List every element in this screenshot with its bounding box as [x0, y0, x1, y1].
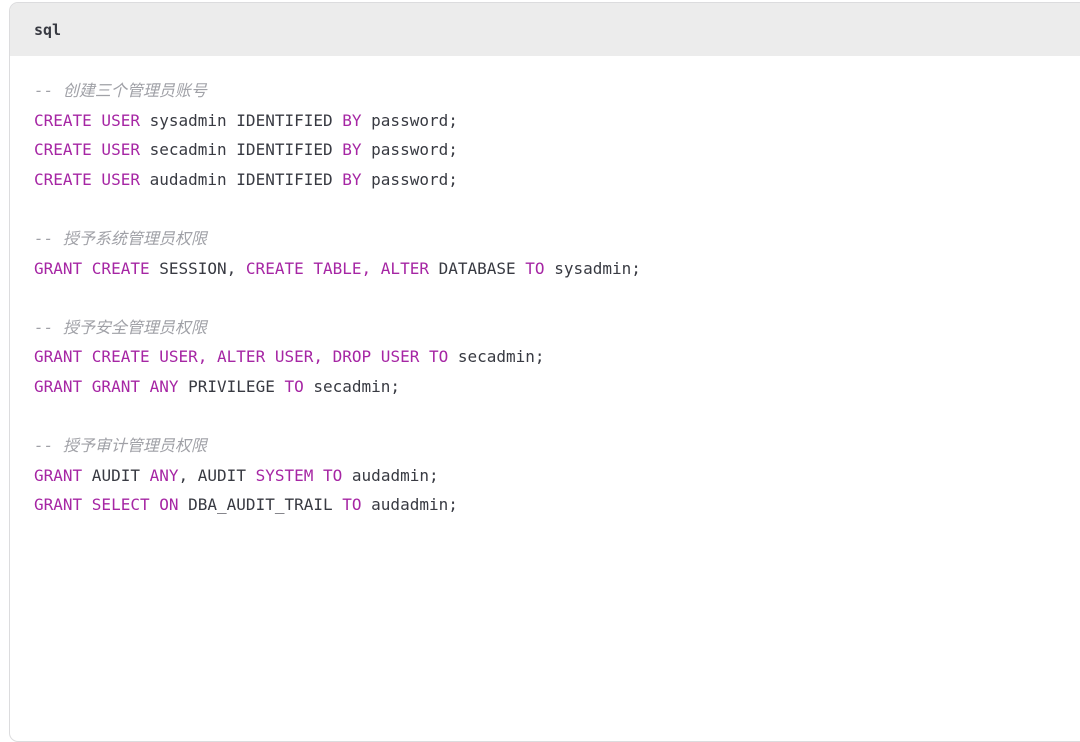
code-token-plain: , AUDIT [178, 465, 256, 485]
code-token-plain: audadmin; [342, 465, 439, 485]
code-token-keyword: GRANT CREATE [34, 258, 150, 278]
code-content: -- 创建三个管理员账号 CREATE USER sysadmin IDENTIF… [10, 56, 1080, 544]
code-token-keyword: CREATE USER [34, 140, 140, 160]
code-token-plain [207, 347, 217, 366]
code-token-comment: -- 授予安全管理员权限 [34, 317, 207, 337]
code-block-header: sql [10, 3, 1080, 56]
code-token-keyword: ALTER [380, 258, 429, 278]
code-line [34, 194, 1069, 224]
code-token-plain [371, 259, 381, 278]
code-token-keyword: CREATE USER [34, 110, 140, 130]
code-line: GRANT CREATE SESSION, CREATE TABLE, ALTE… [34, 254, 1069, 284]
code-token-keyword: BY [342, 169, 362, 189]
code-token-plain [323, 347, 333, 366]
code-line: CREATE USER secadmin IDENTIFIED BY passw… [34, 135, 1069, 165]
code-token-keyword: DROP USER TO [332, 347, 449, 367]
code-block-panel: sql -- 创建三个管理员账号 CREATE USER sysadmin IDE… [9, 2, 1080, 742]
code-token-plain: PRIVILEGE [178, 376, 285, 396]
code-line: -- 授予审计管理员权限 [34, 431, 1069, 461]
code-line: GRANT CREATE USER, ALTER USER, DROP USER… [34, 342, 1069, 372]
code-line: -- 授予安全管理员权限 [34, 313, 1069, 343]
code-line: -- 创建三个管理员账号 [34, 76, 1069, 106]
code-token-plain: secadmin; [448, 347, 545, 367]
code-line: CREATE USER sysadmin IDENTIFIED BY passw… [34, 106, 1069, 136]
code-token-keyword: GRANT SELECT ON [34, 495, 179, 515]
code-token-plain: secadmin; [303, 376, 401, 396]
code-token-plain: audadmin; [361, 495, 458, 515]
code-token-keyword: SYSTEM TO [255, 465, 343, 485]
code-token-plain: password; [361, 140, 458, 160]
code-token-keyword: GRANT CREATE USER, [34, 347, 208, 367]
code-token-keyword: TO [525, 258, 545, 278]
code-token-keyword: ANY [149, 465, 179, 485]
code-line [34, 283, 1069, 313]
code-token-keyword: CREATE USER [34, 169, 140, 189]
code-line [34, 402, 1069, 432]
code-token-keyword: BY [342, 110, 362, 130]
code-token-keyword: BY [342, 140, 362, 160]
code-line: -- 授予系统管理员权限 [34, 224, 1069, 254]
code-token-plain: sysadmin IDENTIFIED [139, 110, 343, 130]
code-token-plain: sysadmin; [544, 258, 641, 278]
code-token-plain: DATABASE [428, 258, 526, 278]
code-token-keyword: GRANT [34, 465, 83, 485]
code-token-comment: -- 授予审计管理员权限 [34, 436, 207, 456]
code-token-plain: password; [361, 110, 458, 130]
code-token-comment: -- 创建三个管理员账号 [34, 81, 207, 100]
code-token-plain: secadmin IDENTIFIED [139, 140, 343, 160]
code-token-plain: password; [361, 169, 458, 189]
code-token-plain: audadmin IDENTIFIED [139, 169, 343, 189]
code-line: CREATE USER audadmin IDENTIFIED BY passw… [34, 165, 1069, 195]
code-token-comment: -- 授予系统管理员权限 [34, 228, 207, 248]
code-line: GRANT AUDIT ANY, AUDIT SYSTEM TO audadmi… [34, 461, 1069, 491]
code-line: GRANT GRANT ANY PRIVILEGE TO secadmin; [34, 372, 1069, 402]
code-token-keyword: GRANT GRANT ANY [34, 376, 179, 396]
code-token-keyword: ALTER USER, [217, 347, 323, 367]
code-token-plain: DBA_AUDIT_TRAIL [178, 495, 343, 515]
code-language-label: sql [34, 20, 62, 39]
code-token-keyword: TO [284, 376, 304, 396]
code-line: GRANT SELECT ON DBA_AUDIT_TRAIL TO audad… [34, 490, 1069, 520]
code-token-keyword: CREATE TABLE, [245, 258, 372, 278]
code-token-plain: AUDIT [82, 465, 150, 485]
code-token-plain: SESSION, [149, 258, 246, 278]
code-token-keyword: TO [342, 495, 362, 515]
